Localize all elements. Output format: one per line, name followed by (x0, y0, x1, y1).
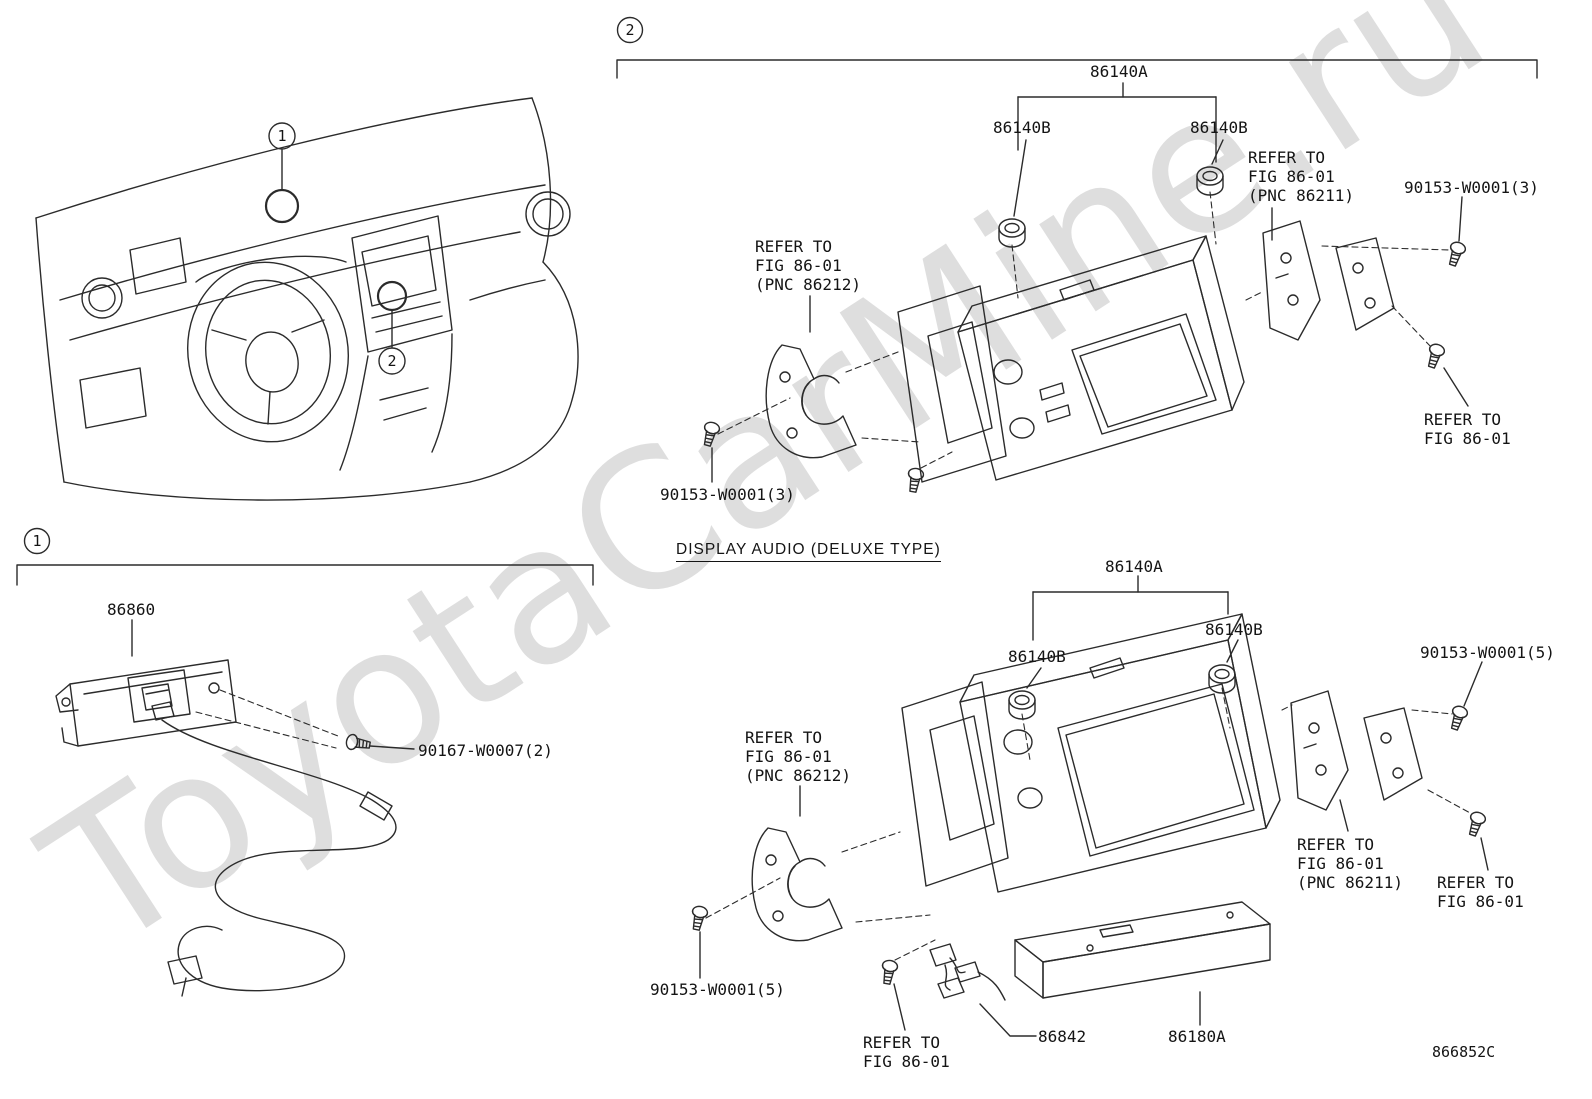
label-90167: 90167-W0007(2) (418, 741, 553, 760)
section-2-bracket (616, 16, 1538, 79)
label-86180A: 86180A (1168, 1027, 1226, 1046)
trim-clip-86212-dlx-drawing (751, 827, 843, 942)
screw-top-right-1-drawing (1444, 239, 1468, 269)
dashboard-callout-1 (264, 122, 300, 224)
label-86140B-top-right: 86140B (1190, 118, 1248, 137)
construction-lines-deluxe (705, 687, 1473, 961)
label-86842: 86842 (1038, 1027, 1087, 1046)
label-screw-top-right-deluxe: 90153-W0001(5) (1420, 643, 1555, 662)
label-refer-right-deluxe: REFER TO FIG 86-01 (1437, 873, 1524, 911)
label-refer-86212-deluxe: REFER TO FIG 86-01 (PNC 86212) (745, 728, 851, 785)
label-refer-86212-top: REFER TO FIG 86-01 (PNC 86212) (755, 237, 861, 294)
screw-dlx-right-1-drawing (1446, 703, 1470, 733)
label-screw-right-top: 90153-W0001(3) (1404, 178, 1539, 197)
leader-lines-top (711, 82, 1469, 483)
section-1-callout-number: 1 (32, 532, 41, 550)
screw-section1-drawing (344, 732, 372, 754)
construction-lines-top (717, 191, 1451, 469)
dashboard-callout-2 (376, 280, 408, 375)
knob-86140B-top-left-drawing (998, 218, 1026, 248)
head-unit-standard-drawing (897, 235, 1245, 483)
label-86140B-deluxe-left: 86140B (1008, 647, 1066, 666)
label-86860: 86860 (107, 600, 156, 619)
screw-top-right-2-drawing (1423, 341, 1447, 371)
side-brackets-86211-top-drawing (1262, 220, 1395, 341)
label-86140B-deluxe-right: 86140B (1205, 620, 1263, 639)
label-86140A-deluxe: 86140A (1105, 557, 1163, 576)
knob-86140B-top-right-drawing (1196, 166, 1224, 196)
leader-lines-deluxe (699, 575, 1489, 1037)
head-unit-deluxe-drawing (901, 613, 1281, 893)
section-2-callout-number: 2 (625, 21, 634, 39)
trim-clip-86212-top-drawing (765, 344, 857, 459)
antenna-amplifier-86860-drawing (55, 659, 237, 747)
label-refer-right-top: REFER TO FIG 86-01 (1424, 410, 1511, 448)
label-refer-86211-deluxe: REFER TO FIG 86-01 (PNC 86211) (1297, 835, 1403, 892)
screw-dlx-middle-drawing (878, 958, 900, 986)
antenna-cable-drawing (151, 701, 397, 997)
label-86140B-top-left: 86140B (993, 118, 1051, 137)
leader-lines-section1 (131, 619, 415, 750)
label-86140A-top: 86140A (1090, 62, 1148, 81)
screw-dlx-right-2-drawing (1464, 809, 1488, 839)
label-refer-86211-top: REFER TO FIG 86-01 (PNC 86211) (1248, 148, 1354, 205)
label-screw-left-deluxe: 90153-W0001(5) (650, 980, 785, 999)
construction-lines-section1 (195, 689, 339, 749)
side-brackets-86211-dlx-drawing (1290, 690, 1423, 811)
section-1-bracket (16, 527, 594, 586)
dashboard-drawing (35, 97, 579, 501)
amplifier-86180A-drawing (1014, 901, 1271, 999)
label-refer-bottom-deluxe: REFER TO FIG 86-01 (863, 1033, 950, 1071)
callout-1-number: 1 (277, 127, 286, 145)
harness-86842-drawing (929, 943, 1006, 1001)
callout-2-number: 2 (387, 352, 396, 370)
drawing-code: 866852C (1432, 1043, 1496, 1061)
deluxe-type-title: DISPLAY AUDIO (DELUXE TYPE) (676, 541, 941, 562)
label-screw-left-top: 90153-W0001(3) (660, 485, 795, 504)
